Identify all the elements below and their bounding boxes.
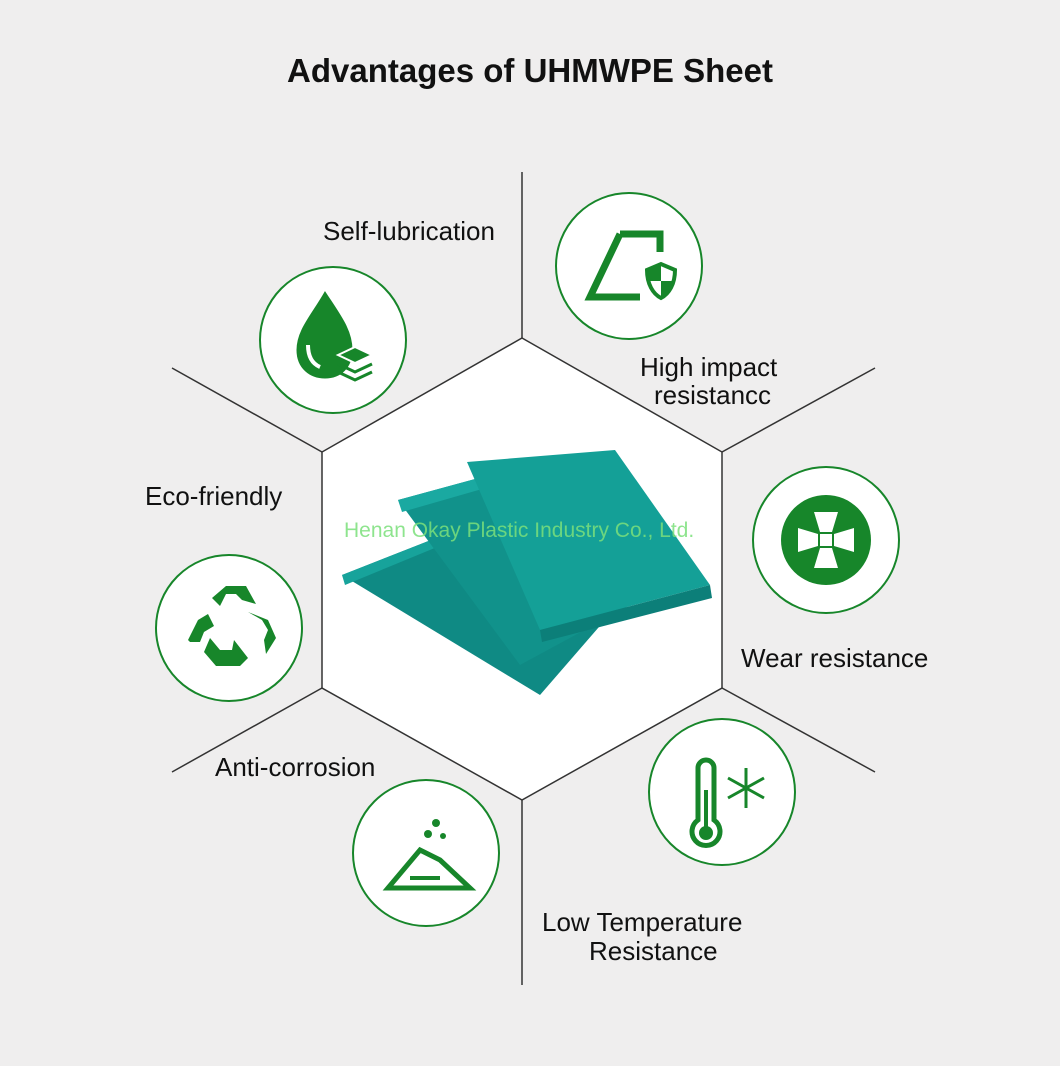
wear-disc-icon bbox=[781, 495, 871, 585]
label-anti-corrosion: Anti-corrosion bbox=[215, 752, 376, 782]
recycle-icon bbox=[188, 586, 276, 666]
label-self-lubrication: Self-lubrication bbox=[323, 216, 495, 246]
powder-pile-icon bbox=[382, 819, 477, 891]
label-low-temp-line1: Low Temperature bbox=[542, 907, 743, 937]
page-title: Advantages of UHMWPE Sheet bbox=[287, 52, 773, 89]
glass-shield-icon bbox=[584, 230, 678, 301]
label-high-impact-line2: resistancc bbox=[654, 380, 772, 410]
watermark: Henan Okay Plastic Industry Co., Ltd. bbox=[344, 519, 695, 542]
label-low-temp-line2: Resistance bbox=[589, 936, 718, 966]
label-high-impact-line1: High impact bbox=[640, 352, 778, 382]
label-eco-friendly: Eco-friendly bbox=[145, 481, 283, 511]
thermometer-snowflake-icon bbox=[689, 757, 765, 848]
uhmwpe-sheets-image bbox=[342, 450, 712, 695]
label-wear-resistance: Wear resistance bbox=[741, 643, 929, 673]
droplet-layers-icon bbox=[296, 291, 375, 382]
icon-circle-eco bbox=[155, 554, 303, 702]
icon-circle-high-impact bbox=[555, 192, 703, 340]
icon-circle-low-temperature bbox=[648, 718, 796, 866]
